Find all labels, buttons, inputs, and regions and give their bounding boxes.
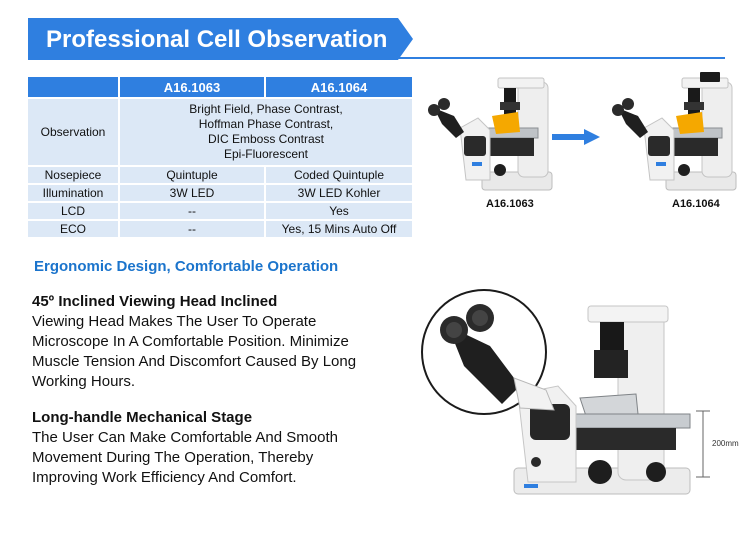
spec-label-illumination: Illumination <box>26 183 120 203</box>
height-dimension-label: 200mm <box>712 439 739 448</box>
spec-label-eco: ECO <box>26 219 120 239</box>
spec-row-observation: Observation Bright Field, Phase Contrast… <box>26 97 414 167</box>
observation-line: Hoffman Phase Contrast, <box>198 117 334 131</box>
spec-header-a16-1064: A16.1064 <box>264 75 414 99</box>
height-dimension-marker <box>696 410 710 478</box>
spec-row-illumination: Illumination 3W LED 3W LED Kohler <box>26 183 414 203</box>
feature-line: Viewing Head Makes The User To Operate <box>32 313 317 330</box>
feature-body-mechanical-stage: The User Can Make Comfortable And Smooth… <box>32 428 402 488</box>
spec-observation-value: Bright Field, Phase Contrast, Hoffman Ph… <box>118 97 414 167</box>
observation-line: Epi-Fluorescent <box>223 147 309 161</box>
spec-row-eco: ECO -- Yes, 15 Mins Auto Off <box>26 219 414 239</box>
feature-line: Muscle Tension And Discomfort Caused By … <box>32 353 357 370</box>
feature-title-viewing-head: 45º Inclined Viewing Head Inclined <box>32 293 278 310</box>
arrow-right-icon <box>552 129 600 145</box>
observation-line: DIC Emboss Contrast <box>207 132 325 146</box>
feature-line: Working Hours. <box>32 373 136 390</box>
spec-label-lcd: LCD <box>26 201 120 221</box>
spec-label-observation: Observation <box>26 97 120 167</box>
title-rule <box>28 57 725 59</box>
feature-line: Improving Work Efficiency And Comfort. <box>32 469 297 486</box>
title-banner <box>28 18 413 60</box>
spec-header-row: A16.1063 A16.1064 <box>26 75 414 99</box>
spec-cell-b: Yes <box>264 201 414 221</box>
spec-cell-a: -- <box>118 219 266 239</box>
section-subheading: Ergonomic Design, Comfortable Operation <box>34 258 339 275</box>
spec-cell-b: Yes, 15 Mins Auto Off <box>264 219 414 239</box>
spec-cell-a: -- <box>118 201 266 221</box>
spec-label-nosepiece: Nosepiece <box>26 165 120 185</box>
product-label-a16-1064: A16.1064 <box>672 198 720 210</box>
spec-cell-b: Coded Quintuple <box>264 165 414 185</box>
microscope-main-image <box>421 289 691 495</box>
product-label-a16-1063: A16.1063 <box>486 198 534 210</box>
microscope-a16-1064-image <box>612 72 737 191</box>
feature-title-mechanical-stage: Long-handle Mechanical Stage <box>32 409 253 426</box>
feature-line: Movement During The Operation, Thereby <box>32 449 314 466</box>
page-title: Professional Cell Observation <box>46 26 388 53</box>
spec-cell-a: Quintuple <box>118 165 266 185</box>
spec-cell-b: 3W LED Kohler <box>264 183 414 203</box>
spec-header-blank <box>26 75 120 99</box>
observation-line: Bright Field, Phase Contrast, <box>189 102 343 116</box>
spec-header-a16-1063: A16.1063 <box>118 75 266 99</box>
spec-table: A16.1063 A16.1064 Observation Bright Fie… <box>26 75 414 239</box>
microscope-a16-1063-image <box>428 77 553 191</box>
spec-row-nosepiece: Nosepiece Quintuple Coded Quintuple <box>26 165 414 185</box>
spec-row-lcd: LCD -- Yes <box>26 201 414 221</box>
feature-body-viewing-head: Viewing Head Makes The User To Operate M… <box>32 312 402 392</box>
spec-cell-a: 3W LED <box>118 183 266 203</box>
feature-line: The User Can Make Comfortable And Smooth <box>32 429 338 446</box>
feature-line: Microscope In A Comfortable Position. Mi… <box>32 333 349 350</box>
